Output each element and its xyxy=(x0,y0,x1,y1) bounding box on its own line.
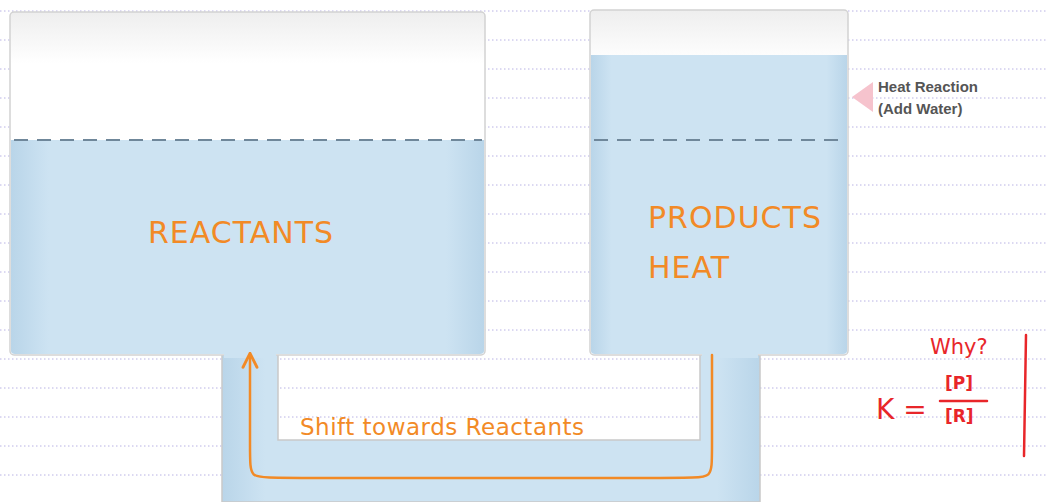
annotation-text: K = xyxy=(876,393,936,427)
u-tube xyxy=(222,350,760,502)
annotation-text: [P] xyxy=(945,372,1005,394)
tube-opening xyxy=(224,348,276,358)
ruled-line xyxy=(0,359,1048,360)
margin-bar xyxy=(1024,335,1026,456)
tube-opening xyxy=(702,348,758,358)
water-level-line xyxy=(14,139,482,141)
annotation-text: Why? xyxy=(930,334,1030,360)
ruled-line xyxy=(0,388,1048,389)
annotation-text: [R] xyxy=(945,405,1005,427)
shift-arrow xyxy=(250,355,712,478)
tank-outline xyxy=(10,12,485,355)
fraction-bar xyxy=(940,400,987,403)
tank-label: REACTANTS xyxy=(148,208,448,258)
tank-box: PRODUCTS HEAT xyxy=(590,10,848,355)
notebook-lines xyxy=(0,11,1048,475)
tank-outline xyxy=(590,10,848,355)
water-level-line xyxy=(594,139,845,141)
tank-label: PRODUCTS HEAT xyxy=(648,193,823,293)
tank-box: REACTANTS xyxy=(10,12,485,355)
callout-text: Heat Reaction (Add Water) xyxy=(878,76,1006,120)
connector-label: Shift towards Reactants xyxy=(300,414,585,440)
water xyxy=(11,140,484,354)
callout-arrow xyxy=(852,82,873,112)
water xyxy=(591,55,847,354)
